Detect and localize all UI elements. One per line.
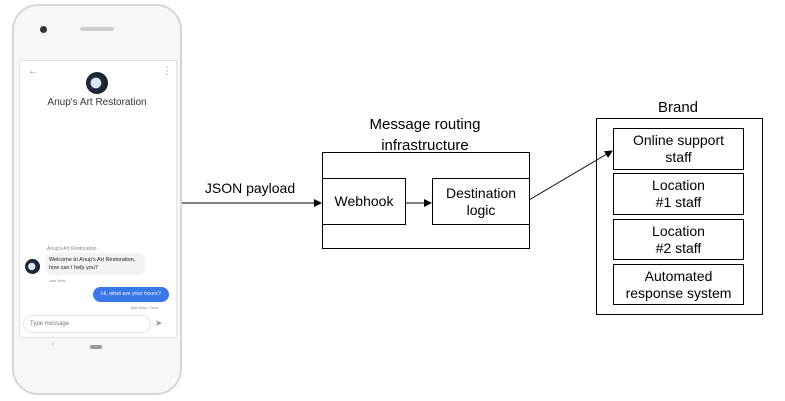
brand-item-online-support: Online support staff — [613, 128, 744, 170]
brand-item-location-2: Location #2 staff — [613, 219, 744, 260]
destination-logic-box: Destination logic — [432, 178, 530, 225]
outgoing-message-bubble: Hi, what are your hours? — [93, 287, 169, 302]
phone-speaker — [80, 27, 114, 31]
outgoing-status: Just Now • Sent — [130, 305, 159, 310]
brand-title: Brand — [657, 99, 699, 116]
brand-item-automated-response: Automated response system — [613, 264, 744, 305]
brand-avatar — [86, 72, 108, 94]
phone-camera — [40, 26, 47, 33]
send-icon[interactable]: ➤ — [155, 318, 163, 328]
sender-label: Anup's Art Restoration — [47, 246, 97, 252]
brand-box — [596, 118, 763, 315]
brand-item-location-1: Location #1 staff — [613, 173, 744, 215]
payload-label: JSON payload — [204, 180, 296, 196]
home-button[interactable] — [90, 345, 102, 349]
incoming-time: Just Now — [49, 278, 66, 283]
message-input[interactable]: Type message — [24, 316, 150, 332]
incoming-message-bubble: Welcome to Anup's Art Restoration, how c… — [45, 253, 145, 275]
back-arrow-icon[interactable]: ← — [28, 66, 38, 77]
webhook-box: Webhook — [322, 178, 406, 225]
infrastructure-title: Message routing infrastructure — [369, 116, 481, 154]
destination-to-brand-arrow — [528, 150, 613, 201]
brand-name: Anup's Art Restoration — [47, 97, 147, 108]
sender-avatar — [25, 259, 40, 274]
nav-back-icon[interactable]: ‹ — [52, 342, 54, 348]
more-menu-icon[interactable]: ⋮ — [162, 66, 172, 77]
